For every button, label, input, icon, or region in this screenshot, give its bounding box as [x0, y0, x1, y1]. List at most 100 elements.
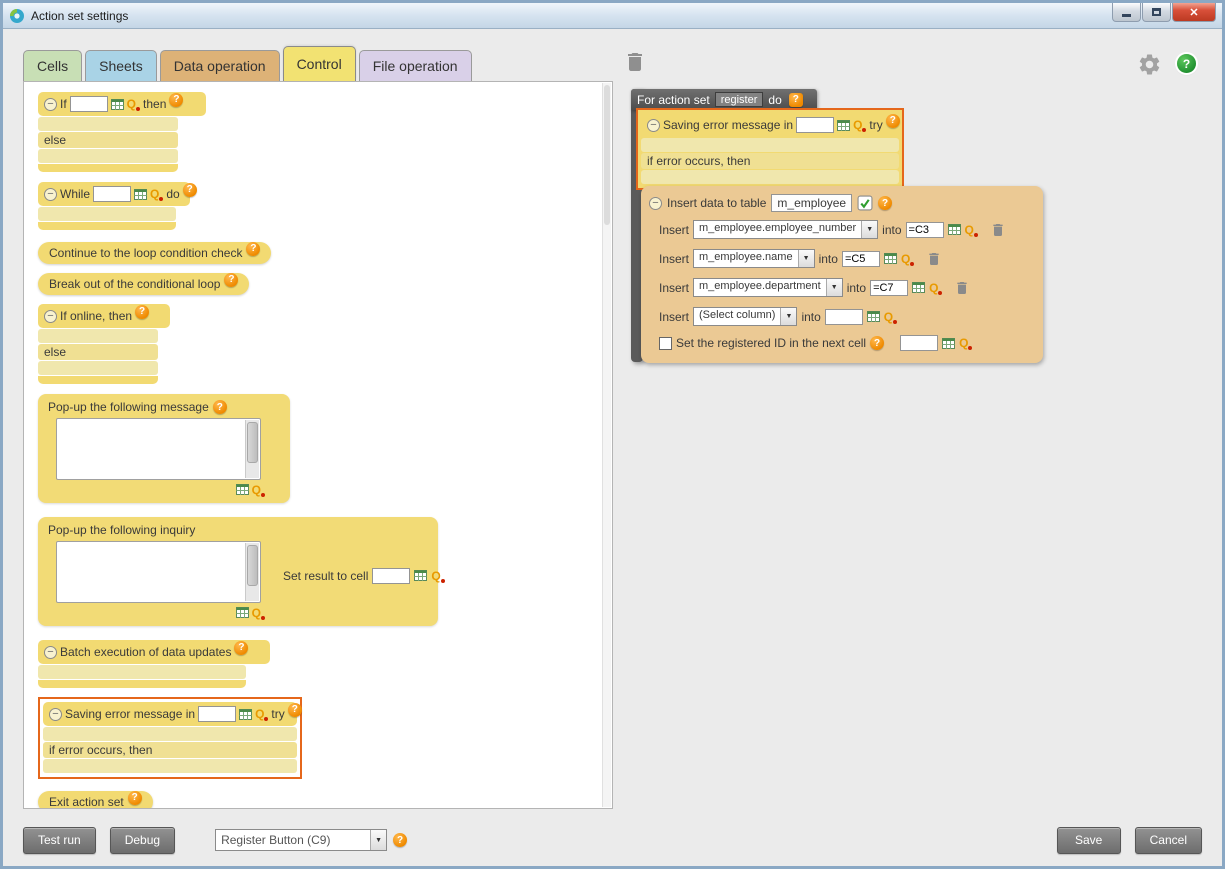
help-icon[interactable]: ? — [287, 702, 302, 717]
palette-scrollbar[interactable] — [602, 83, 611, 807]
global-help-icon[interactable]: ? — [1177, 54, 1196, 73]
palette-batch-block[interactable]: − Batch execution of data updates ? — [38, 640, 598, 688]
table-select-icon[interactable] — [857, 195, 873, 211]
error-cell-input[interactable] — [796, 117, 835, 133]
inquiry-textarea[interactable] — [56, 541, 261, 603]
scrollbar-thumb[interactable] — [247, 422, 258, 463]
registered-id-cell-input[interactable] — [900, 335, 939, 351]
message-textarea[interactable] — [56, 418, 261, 480]
palette-error-block[interactable]: − Saving error message in Q try ? if err… — [38, 697, 302, 779]
cell-picker-icon[interactable] — [866, 310, 880, 323]
workspace-canvas[interactable]: ? For action set register do ? − Saving … — [615, 30, 1222, 816]
delete-row-icon[interactable] — [926, 250, 942, 268]
scrollbar-thumb[interactable] — [247, 545, 258, 586]
help-icon[interactable]: ? — [870, 336, 885, 350]
table-name-box[interactable]: m_employee — [771, 194, 853, 212]
workspace-error-block[interactable]: − Saving error message in Q try ? if err… — [636, 108, 904, 190]
help-icon[interactable]: ? — [182, 182, 197, 197]
test-run-button[interactable]: Test run — [23, 826, 96, 854]
cell-picker-icon[interactable] — [235, 483, 249, 497]
scrollbar-thumb[interactable] — [604, 85, 610, 225]
quick-ref-icon[interactable]: Q — [853, 118, 867, 132]
quick-ref-icon[interactable]: Q — [126, 97, 141, 111]
help-icon[interactable]: ? — [234, 640, 249, 655]
cell-picker-icon[interactable] — [235, 606, 249, 620]
cell-picker-icon[interactable] — [414, 569, 428, 582]
error-try-slot[interactable] — [43, 727, 297, 741]
help-icon[interactable]: ? — [212, 400, 227, 414]
quick-ref-icon[interactable]: Q — [883, 309, 898, 324]
help-icon[interactable]: ? — [393, 833, 408, 847]
palette-if-block[interactable]: − If Q then ? else — [38, 92, 598, 172]
tab-cells[interactable]: Cells — [23, 50, 83, 81]
action-set-header[interactable]: For action set register do ? — [631, 89, 817, 110]
delete-row-icon[interactable] — [990, 221, 1006, 239]
collapse-icon[interactable]: − — [44, 309, 57, 323]
break-loop-button[interactable]: Break out of the conditional loop ? — [38, 272, 250, 295]
quick-ref-icon[interactable]: Q — [255, 707, 269, 721]
tab-control[interactable]: Control — [282, 46, 356, 81]
quick-ref-icon[interactable]: Q — [150, 187, 164, 201]
quick-ref-icon[interactable]: Q — [900, 251, 915, 266]
quick-ref-icon[interactable]: Q — [959, 336, 973, 350]
if-online-header[interactable]: − If online, then ? — [38, 304, 170, 328]
cell-picker-icon[interactable] — [134, 188, 148, 201]
palette-if-online-block[interactable]: − If online, then ? else — [38, 304, 598, 384]
collapse-icon[interactable]: − — [49, 707, 62, 721]
if-online-else-slot[interactable] — [38, 361, 158, 375]
target-cell-input[interactable] — [841, 250, 880, 267]
continue-loop-button[interactable]: Continue to the loop condition check ? — [38, 241, 272, 264]
help-icon[interactable]: ? — [246, 241, 261, 256]
delete-row-icon[interactable] — [954, 279, 970, 297]
textarea-scrollbar[interactable] — [245, 420, 259, 478]
target-cell-input[interactable] — [870, 279, 909, 296]
while-body-slot[interactable] — [38, 207, 176, 221]
cell-picker-icon[interactable] — [239, 708, 253, 721]
cell-picker-icon[interactable] — [947, 223, 961, 236]
quick-ref-icon[interactable]: Q — [431, 568, 446, 583]
registered-id-checkbox[interactable] — [659, 336, 672, 350]
cell-picker-icon[interactable] — [837, 119, 851, 132]
result-cell-input[interactable] — [372, 567, 411, 584]
error-catch-slot[interactable] — [641, 170, 899, 184]
help-icon[interactable]: ? — [788, 92, 803, 107]
if-condition-cell-input[interactable] — [69, 96, 108, 112]
tab-data-operation[interactable]: Data operation — [159, 50, 280, 81]
cell-picker-icon[interactable] — [912, 281, 926, 294]
trash-icon[interactable] — [623, 48, 647, 79]
trigger-select[interactable]: Register Button (C9) ▼ — [215, 829, 388, 851]
cancel-button[interactable]: Cancel — [1134, 826, 1202, 854]
help-icon[interactable]: ? — [885, 113, 900, 128]
help-icon[interactable]: ? — [135, 304, 150, 319]
batch-header[interactable]: − Batch execution of data updates ? — [38, 640, 270, 664]
target-cell-input[interactable] — [905, 221, 944, 238]
quick-ref-icon[interactable]: Q — [929, 280, 943, 295]
help-icon[interactable]: ? — [224, 272, 239, 287]
tab-file-operation[interactable]: File operation — [358, 50, 472, 81]
error-block-header[interactable]: − Saving error message in Q try ? — [641, 113, 900, 137]
insert-data-block[interactable]: − Insert data to table m_employee ? Inse… — [641, 186, 1043, 363]
collapse-icon[interactable]: − — [44, 97, 57, 111]
target-cell-input[interactable] — [824, 308, 863, 325]
quick-ref-icon[interactable]: Q — [964, 222, 979, 237]
cell-picker-icon[interactable] — [883, 252, 897, 265]
quick-ref-icon[interactable]: Q — [251, 483, 266, 497]
tab-sheets[interactable]: Sheets — [85, 50, 157, 81]
column-select[interactable]: m_employee.employee_number▼ — [693, 220, 879, 239]
quick-ref-icon[interactable]: Q — [251, 606, 266, 620]
help-icon[interactable]: ? — [878, 196, 893, 210]
gear-icon[interactable] — [1137, 52, 1162, 80]
column-select[interactable]: (Select column)▼ — [693, 307, 798, 326]
action-set-name[interactable]: register — [714, 92, 764, 107]
close-button[interactable]: ✕ — [1172, 3, 1216, 22]
save-button[interactable]: Save — [1056, 826, 1121, 854]
cell-picker-icon[interactable] — [942, 337, 956, 350]
collapse-icon[interactable]: − — [649, 196, 662, 210]
title-bar[interactable]: Action set settings ✕ — [3, 3, 1222, 29]
textarea-scrollbar[interactable] — [245, 543, 259, 601]
if-block-header[interactable]: − If Q then ? — [38, 92, 206, 116]
help-icon[interactable]: ? — [127, 790, 142, 805]
debug-button[interactable]: Debug — [109, 826, 176, 854]
help-icon[interactable]: ? — [169, 92, 184, 107]
maximize-button[interactable] — [1142, 3, 1171, 22]
